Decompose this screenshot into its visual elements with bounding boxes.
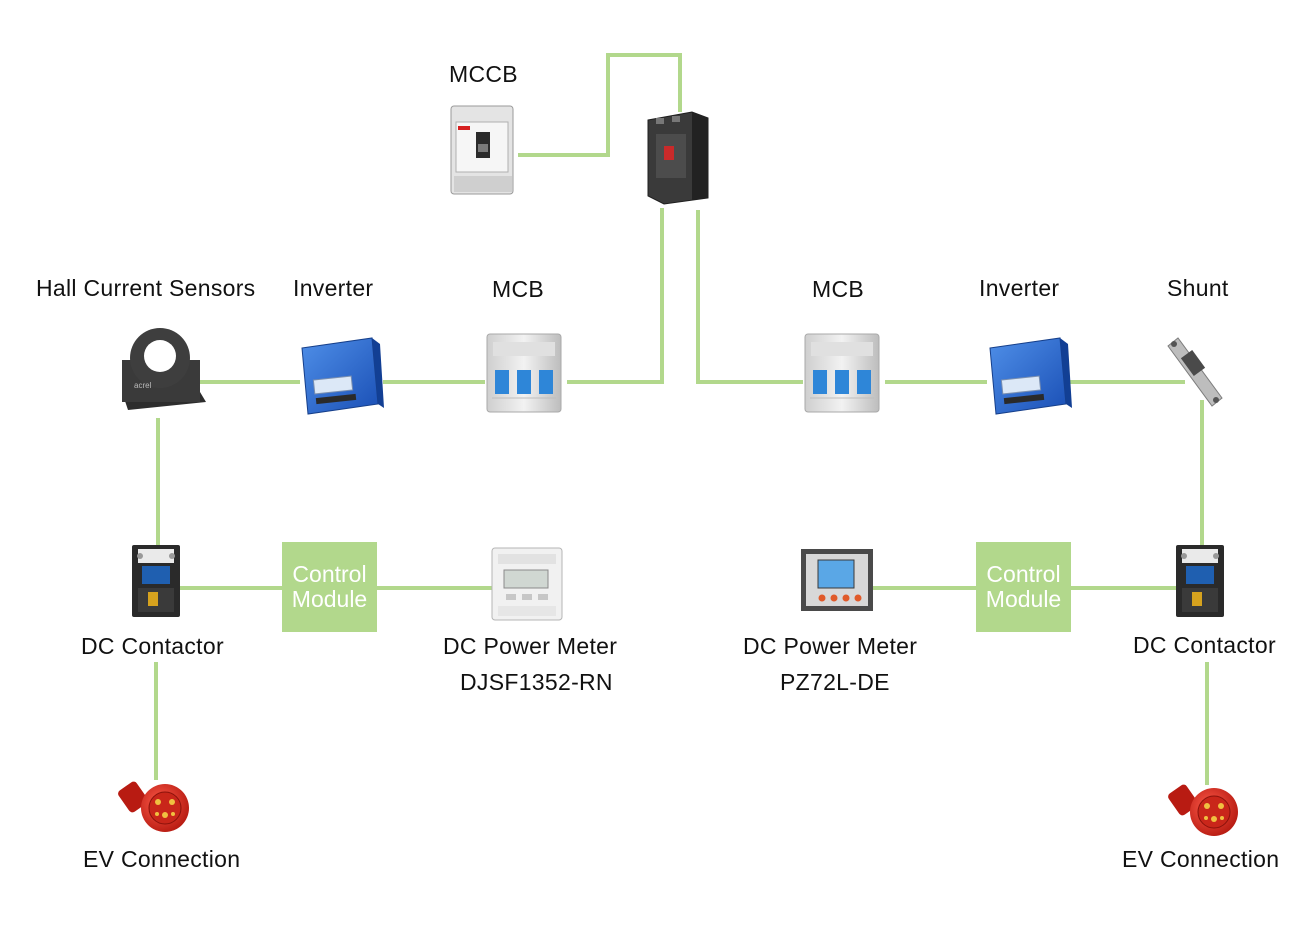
label-ev-connection-right: EV Connection (1122, 846, 1280, 872)
control-module-line1: Control (292, 561, 367, 587)
label-mcb-left: MCB (492, 276, 545, 302)
label-shunt: Shunt (1167, 275, 1229, 301)
wire-mccb-to-left-mcb (567, 208, 664, 384)
control-module-line1: Control (986, 561, 1061, 587)
mcb-icon (486, 333, 562, 413)
mcb-icon (804, 333, 880, 413)
label-ev-connection-left: EV Connection (83, 846, 241, 872)
wires (154, 53, 1209, 785)
label-hall-current-sensors: Hall Current Sensors (36, 275, 256, 301)
label-inverter-left: Inverter (293, 275, 374, 301)
hall-sensor-icon: acrel (122, 328, 206, 410)
control-module-right: Control Module (976, 542, 1071, 632)
label-mccb: MCCB (449, 61, 518, 87)
inverter-icon (301, 337, 384, 415)
dc-power-meter-icon (491, 547, 563, 621)
label-meter-model-right: PZ72L-DE (780, 669, 890, 695)
shunt-icon (1167, 337, 1223, 407)
panel-meter-icon (801, 549, 873, 611)
inverter-icon (989, 337, 1072, 415)
control-module-left: Control Module (282, 542, 377, 632)
wire-mccb-to-right-mcb (696, 210, 803, 384)
label-mcb-right: MCB (812, 276, 865, 302)
control-module-line2: Module (291, 586, 368, 612)
label-meter-model-left: DJSF1352-RN (460, 669, 613, 695)
control-module-line2: Module (985, 586, 1062, 612)
mccb-icon (647, 111, 709, 205)
svg-text:acrel: acrel (134, 381, 152, 390)
label-dc-contactor-left: DC Contactor (81, 633, 224, 659)
label-dc-contactor-right: DC Contactor (1133, 632, 1276, 658)
dc-contactor-icon (132, 545, 180, 617)
ev-plug-icon (118, 781, 189, 832)
mccb-icon (450, 105, 514, 195)
wire-mccb-link (518, 53, 682, 157)
dc-contactor-icon (1176, 545, 1224, 617)
label-inverter-right: Inverter (979, 275, 1060, 301)
label-dc-power-meter-left: DC Power Meter (443, 633, 618, 659)
ev-plug-icon (1168, 784, 1238, 836)
label-dc-power-meter-right: DC Power Meter (743, 633, 918, 659)
